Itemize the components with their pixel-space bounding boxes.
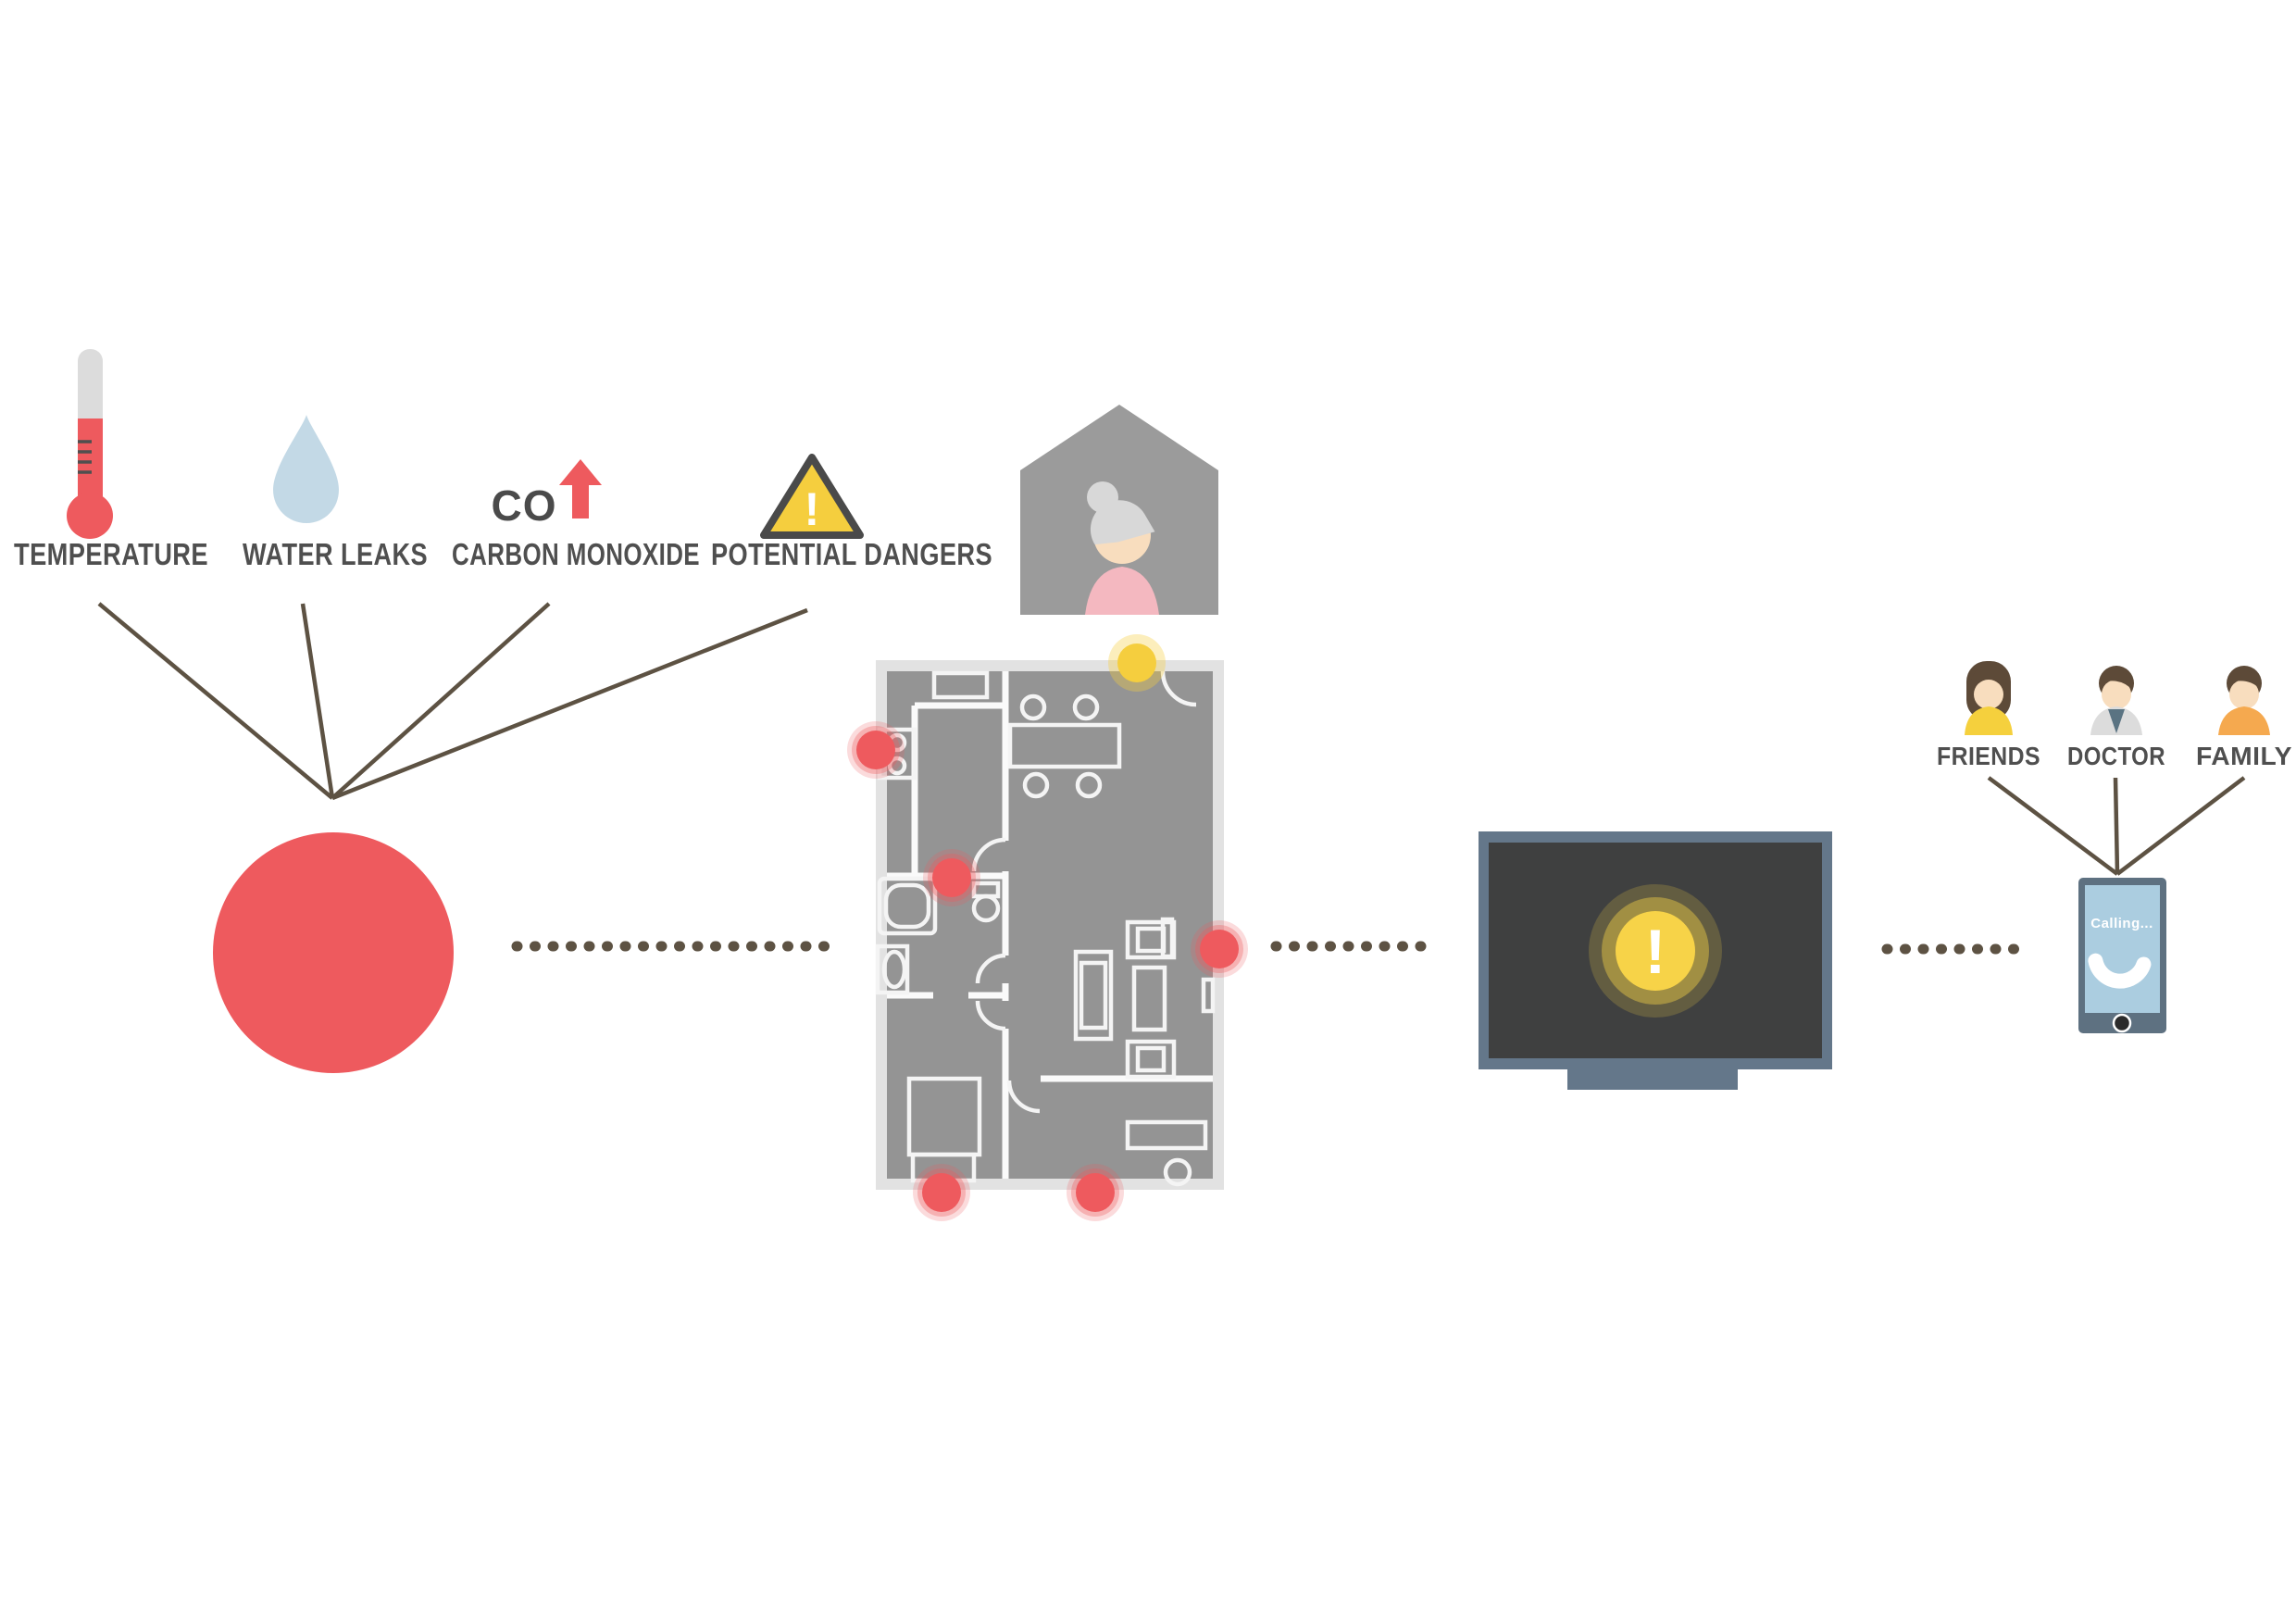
triangle-exclamation: ! — [805, 483, 820, 535]
home-button — [2112, 1013, 2132, 1033]
wall-shelf — [1160, 917, 1175, 959]
floor-plan — [847, 634, 1248, 1221]
house-icon — [1020, 405, 1218, 615]
smartphone: Calling... — [2078, 878, 2166, 1033]
family-label: FAMILY — [2196, 742, 2292, 770]
chair — [1019, 693, 1047, 721]
temperature-label: TEMPERATURE — [14, 537, 208, 571]
sensor-fan-lines — [97, 602, 808, 801]
warning-triangle-icon: ! — [760, 454, 864, 539]
door-arcs — [971, 670, 1197, 1114]
floorplan-interior — [887, 671, 1213, 1179]
alert-glow-icon: ! — [1589, 884, 1722, 1018]
sensor-dots-red — [847, 721, 1248, 1221]
bathtub — [877, 876, 938, 936]
sensor-dot — [923, 849, 980, 906]
face — [2102, 680, 2131, 709]
carbon-monoxide-label: CARBON MONOXIDE — [452, 537, 700, 571]
wall-shelf — [1201, 977, 1216, 1014]
tv-stand — [1567, 1069, 1738, 1090]
water-drop-icon — [273, 415, 339, 523]
sensor-dot — [1191, 920, 1248, 978]
tv-alert-exclamation: ! — [1645, 917, 1666, 987]
orange-top — [2218, 706, 2270, 735]
water-leaks-label: WATER LEAKS — [243, 537, 428, 571]
phone-handset-icon — [2088, 953, 2152, 989]
up-arrow-icon — [559, 459, 602, 518]
hair-sweep — [2234, 669, 2260, 689]
elderly-person-icon — [1085, 481, 1159, 615]
sofa — [1073, 949, 1114, 1042]
thermometer-ticks — [78, 440, 92, 474]
chair — [1072, 693, 1100, 721]
chair — [1022, 771, 1050, 799]
chair — [1075, 771, 1103, 799]
contact-fan-lines — [1987, 776, 2246, 876]
yellow-top — [1965, 706, 2013, 735]
stool — [1163, 1157, 1192, 1187]
friend-person-icon — [1965, 661, 2013, 735]
sensor-dot — [847, 721, 905, 779]
phone-screen — [2085, 885, 2160, 1013]
collar — [2108, 709, 2125, 733]
co-symbol: CO — [492, 481, 557, 530]
face — [1974, 680, 2003, 709]
desk — [1125, 1119, 1208, 1151]
face — [2229, 680, 2259, 709]
hair-sweep — [2106, 669, 2132, 690]
co-rise-icon: CO — [492, 459, 602, 530]
shoulders — [1085, 567, 1159, 615]
sensor-dot — [913, 1164, 970, 1221]
doctor-label: DOCTOR — [2067, 742, 2165, 770]
toilet — [875, 943, 910, 995]
friends-label: FRIENDS — [1937, 742, 2040, 770]
sensor-dot — [1067, 1164, 1124, 1221]
thermometer-bulb — [67, 493, 113, 539]
furniture — [875, 670, 1216, 1187]
thermometer-icon — [67, 349, 113, 539]
alert-dot-yellow — [1108, 634, 1166, 692]
calling-status: Calling... — [2090, 916, 2153, 931]
doctor-person-icon — [2090, 666, 2142, 735]
potential-dangers-label: POTENTIAL DANGERS — [711, 537, 992, 571]
family-person-icon — [2218, 666, 2270, 735]
tv-monitor: ! — [1479, 831, 1832, 1090]
coffee-table — [1131, 965, 1167, 1032]
kitchen-cabinet — [931, 670, 990, 700]
grey-hair — [1090, 500, 1155, 545]
dining-table — [1007, 722, 1122, 769]
armchair — [1125, 1039, 1177, 1080]
sensor-hub-circle — [213, 832, 454, 1073]
